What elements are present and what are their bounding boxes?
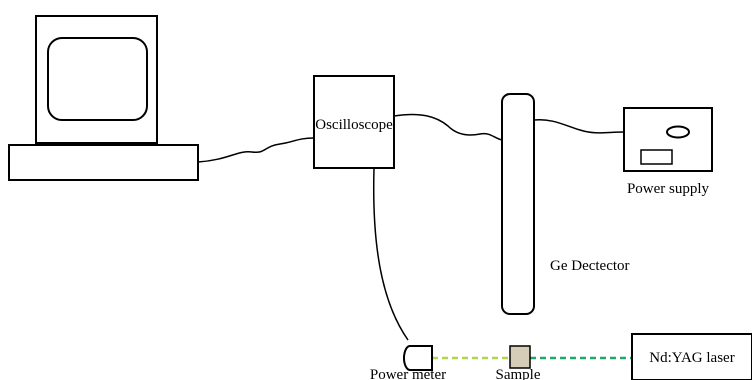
sample-block xyxy=(509,345,531,369)
power-meter-face xyxy=(403,345,411,371)
oscilloscope-label: Oscilloscope xyxy=(315,117,393,133)
nd-yag-laser: Nd:YAG laser xyxy=(631,333,752,380)
power-supply: Power supply xyxy=(623,107,713,197)
power-supply-display xyxy=(640,149,673,165)
ge-detector-body xyxy=(501,93,535,315)
ge-detector-label: Ge Dectector xyxy=(550,258,630,274)
cable-computer-oscilloscope xyxy=(197,137,315,163)
power-supply-label: Power supply xyxy=(627,181,710,197)
sample: Sample xyxy=(496,345,541,380)
cable-oscilloscope-powermeter xyxy=(372,167,409,341)
computer-base xyxy=(8,144,199,181)
laser-label: Nd:YAG laser xyxy=(649,350,734,366)
oscilloscope: Oscilloscope xyxy=(313,75,395,169)
power-supply-box xyxy=(623,107,713,172)
power-supply-knob xyxy=(666,125,690,139)
power-meter-label: Power meter xyxy=(370,367,446,380)
oscilloscope-box xyxy=(313,75,395,169)
ge-detector: Ge Dectector xyxy=(501,93,630,315)
sample-label: Sample xyxy=(496,367,541,380)
power-meter: Power meter xyxy=(370,345,446,380)
computer xyxy=(8,15,199,181)
computer-screen xyxy=(47,37,148,121)
laser-box xyxy=(631,333,752,380)
cable-oscilloscope-detector xyxy=(393,113,503,141)
cable-detector-powersupply xyxy=(533,118,625,134)
